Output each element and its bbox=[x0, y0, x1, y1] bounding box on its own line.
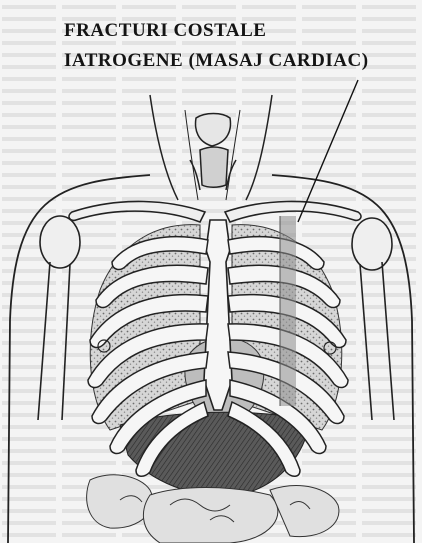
sternum bbox=[204, 220, 232, 410]
fracture-zone-band bbox=[280, 216, 296, 406]
caption-line-1: FRACTURI COSTALE bbox=[64, 20, 266, 42]
caption-line-2: IATROGENE (MASAJ CARDIAC) bbox=[64, 50, 369, 72]
